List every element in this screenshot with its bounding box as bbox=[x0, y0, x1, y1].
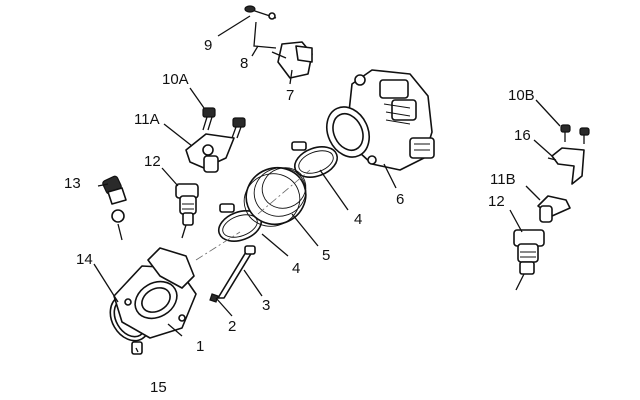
part-throttle-body bbox=[326, 69, 435, 171]
part-intake-manifold bbox=[113, 247, 197, 339]
callout-9: 9 bbox=[204, 37, 212, 54]
part-bolt bbox=[217, 245, 256, 299]
part-fuel-rail-11a bbox=[185, 133, 235, 173]
part-fuel-fitting-11b bbox=[537, 195, 571, 223]
callout-4-upper: 4 bbox=[354, 211, 362, 228]
leader-lines bbox=[93, 15, 561, 353]
part-screws-10b bbox=[560, 124, 590, 144]
callout-2: 2 bbox=[228, 318, 236, 335]
part-clamp-upper bbox=[291, 141, 339, 178]
callout-8: 8 bbox=[240, 55, 248, 72]
callout-11b: 11B bbox=[490, 171, 516, 188]
part-injector-left bbox=[175, 183, 199, 239]
callout-6: 6 bbox=[396, 191, 404, 208]
callout-10a: 10A bbox=[162, 71, 189, 88]
part-sensor bbox=[271, 41, 313, 79]
callout-10b: 10B bbox=[508, 87, 535, 104]
callout-3: 3 bbox=[262, 297, 270, 314]
part-temp-sensor bbox=[102, 175, 127, 241]
part-plug bbox=[131, 341, 143, 355]
callout-11a: 11A bbox=[134, 111, 160, 128]
callout-14: 14 bbox=[76, 251, 93, 268]
alignment-lines bbox=[195, 169, 311, 261]
part-hose bbox=[243, 166, 307, 227]
callout-4-lower: 4 bbox=[292, 260, 300, 277]
callout-1: 1 bbox=[196, 338, 204, 355]
callout-13: 13 bbox=[64, 175, 81, 192]
part-bracket-16 bbox=[547, 147, 585, 185]
part-screws-10a bbox=[202, 107, 246, 139]
callout-12-left: 12 bbox=[144, 153, 161, 170]
part-washer bbox=[209, 293, 219, 303]
callout-15: 15 bbox=[150, 379, 167, 396]
callout-12-right: 12 bbox=[488, 193, 505, 210]
callout-7: 7 bbox=[286, 87, 294, 104]
part-injector-right bbox=[513, 229, 545, 291]
callout-16: 16 bbox=[514, 127, 531, 144]
callout-5: 5 bbox=[322, 247, 330, 264]
part-bracket-and-screw bbox=[244, 5, 277, 49]
